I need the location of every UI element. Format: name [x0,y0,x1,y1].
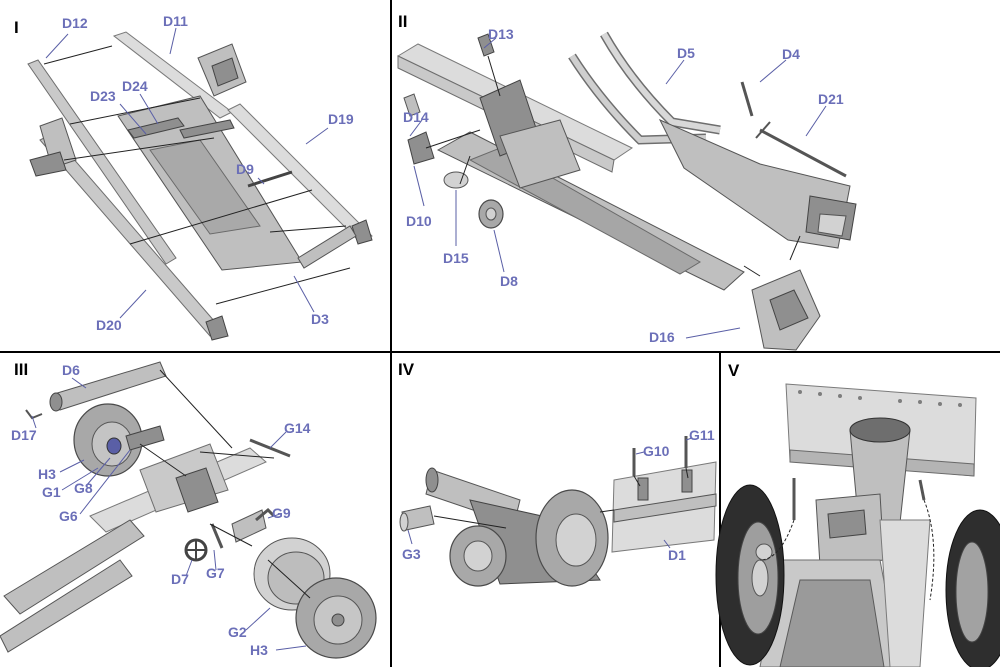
trail-frame-illustration [27,31,373,341]
panel-1: I [14,13,373,341]
label-g1: G1 [42,484,61,500]
panel-4-numeral: IV [398,360,415,379]
label-d23: D23 [90,88,116,104]
closeup-illustration [715,383,1000,667]
label-d12: D12 [62,15,88,31]
label-d3: D3 [311,311,329,327]
panel-5: V [715,361,1000,667]
label-d17: D17 [11,427,37,443]
panel-2: II [396,12,857,351]
label-d13: D13 [488,26,514,42]
gun-assembly-illustration [0,361,377,659]
label-g10: G10 [643,443,670,459]
panel-1-leaders [45,27,329,319]
carriage-illustration [396,31,857,351]
label-d19: D19 [328,111,354,127]
label-g14: G14 [284,420,311,436]
panel-3-numeral: III [14,360,28,379]
panel-5-numeral: V [728,361,740,380]
label-g6: G6 [59,508,78,524]
label-h3-upper: H3 [38,466,56,482]
label-d10: D10 [406,213,432,229]
label-d8: D8 [500,273,518,289]
label-d5: D5 [677,45,695,61]
panel-3: III [0,360,377,659]
label-g11: G11 [689,427,715,443]
panel-3-leaders [31,377,307,651]
panel-3-connectors [139,369,311,599]
label-g9: G9 [272,505,291,521]
label-h3-lower: H3 [250,642,268,658]
label-g8: G8 [74,480,93,496]
panel-4-connectors [433,467,689,529]
panel-1-connectors [43,45,351,305]
label-d7: D7 [171,571,189,587]
panel-5-connectors [759,499,935,601]
shield-assembly-illustration [399,436,717,587]
label-d6: D6 [62,362,80,378]
label-d1: D1 [668,547,686,563]
label-g7: G7 [206,565,225,581]
label-d11: D11 [163,13,188,29]
label-d16: D16 [649,329,675,345]
label-d20: D20 [96,317,122,333]
label-d4: D4 [782,46,800,62]
panel-2-connectors [425,55,801,277]
label-d24: D24 [122,78,148,94]
panel-4: IV [398,360,717,587]
label-d9: D9 [236,161,254,177]
label-g3: G3 [402,546,421,562]
label-d15: D15 [443,250,469,266]
panel-4-leaders [407,437,693,549]
panel-2-leaders [409,37,827,339]
panel-2-numeral: II [398,12,407,31]
panel-1-numeral: I [14,18,19,37]
label-d14: D14 [403,109,429,125]
shield-rivets [798,390,962,407]
label-g2: G2 [228,624,247,640]
label-d21: D21 [818,91,844,107]
